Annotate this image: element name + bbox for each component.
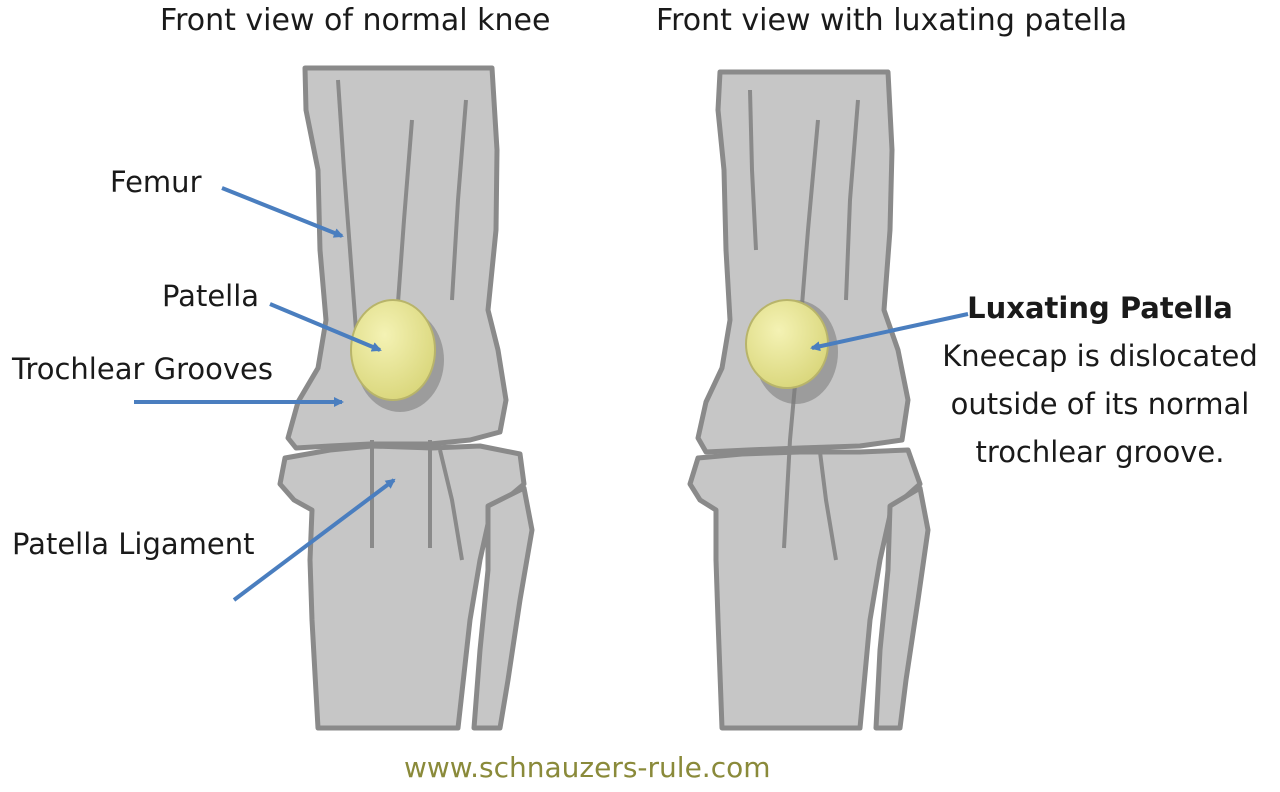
luxating-knee <box>687 69 931 731</box>
normal-knee <box>277 65 535 731</box>
luxating-note-heading: Luxating Patella <box>967 291 1233 325</box>
patella-luxated <box>745 299 829 389</box>
website-credit: www.schnauzers-rule.com <box>404 751 771 784</box>
tibia-shape-right <box>687 447 923 731</box>
ligament-arrow <box>232 478 396 602</box>
label-trochlear-grooves: Trochlear Grooves <box>12 352 273 386</box>
luxating-note-line-2: outside of its normal <box>950 387 1250 421</box>
luxating-note-line-3: trochlear groove. <box>975 435 1225 469</box>
luxating-note-line-1: Kneecap is dislocated <box>942 339 1258 373</box>
patella-arrow <box>269 302 382 352</box>
label-patella-ligament: Patella Ligament <box>12 527 255 561</box>
luxating-note: Luxating Patella Kneecap is dislocated o… <box>920 284 1280 476</box>
luxating-arrow <box>810 312 969 352</box>
label-patella: Patella <box>162 279 260 313</box>
title-normal-knee: Front view of normal knee <box>160 3 551 38</box>
label-femur: Femur <box>110 165 202 199</box>
femur-arrow <box>221 186 344 238</box>
fibula-shape <box>471 485 535 731</box>
title-luxating-knee: Front view with luxating patella <box>656 3 1128 38</box>
patella-normal <box>350 299 436 401</box>
fibula-shape-right <box>873 485 931 731</box>
